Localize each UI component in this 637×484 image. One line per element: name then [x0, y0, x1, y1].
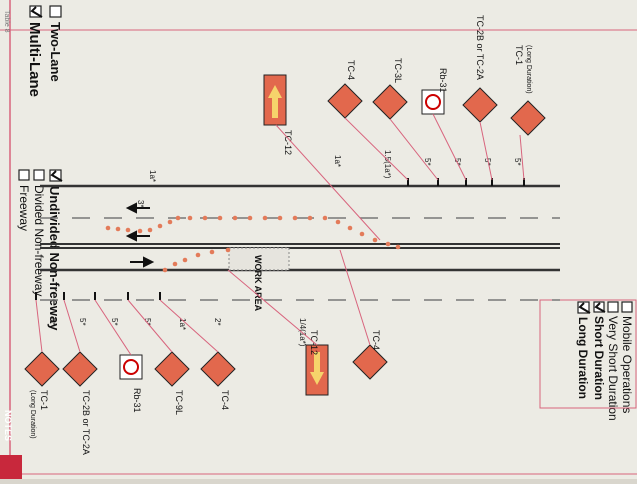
svg-text:5*: 5*	[453, 158, 462, 166]
svg-text:5*: 5*	[48, 318, 57, 326]
sign-tc1: TC-1 (Long Duration)	[510, 45, 546, 136]
svg-text:1a*: 1a*	[178, 318, 187, 330]
svg-text:TC-9L: TC-9L	[174, 390, 184, 415]
option-undivided[interactable]: Undivided Non-freeway	[47, 169, 63, 331]
sign-tc1-bottom: TC-1 (Long Duration)	[24, 351, 60, 439]
sign-tc4-bottom: TC-4	[200, 351, 236, 410]
duration-options: Mobile Operations Very Short Duration Sh…	[576, 301, 634, 421]
svg-text:Very Short Duration: Very Short Duration	[606, 316, 620, 421]
svg-text:TC-2B or TC-2A: TC-2B or TC-2A	[81, 390, 91, 455]
svg-text:TC-1: TC-1	[39, 390, 49, 410]
sign-tc12: TC-12	[263, 74, 293, 155]
svg-text:Freeway: Freeway	[17, 185, 31, 231]
svg-text:2*: 2*	[213, 318, 222, 326]
svg-text:WORK AREA: WORK AREA	[253, 255, 263, 312]
option-two-lane[interactable]: Two-Lane	[48, 5, 63, 82]
table-reference: Table 8	[3, 10, 10, 33]
road-type-options: Two-Lane Multi-Lane Undivided Non-freewa…	[17, 5, 63, 331]
svg-text:Two-Lane: Two-Lane	[48, 22, 63, 82]
option-freeway[interactable]: Freeway	[17, 169, 31, 231]
svg-text:5*: 5*	[78, 318, 87, 326]
sign-rb31-bottom: Rb-31	[119, 354, 143, 413]
work-area: WORK AREA	[228, 247, 290, 312]
sign-tc9l: TC-9L	[154, 351, 190, 415]
svg-text:TC-3L: TC-3L	[393, 58, 403, 83]
svg-text:TC-2B or TC-2A: TC-2B or TC-2A	[475, 15, 485, 80]
svg-text:Multi-Lane: Multi-Lane	[26, 22, 43, 97]
option-divided[interactable]: Divided Non-freeway	[32, 169, 46, 296]
svg-text:Divided Non-freeway: Divided Non-freeway	[32, 185, 46, 296]
svg-text:Mobile Operations: Mobile Operations	[620, 316, 634, 413]
svg-text:Rb-31: Rb-31	[438, 68, 448, 93]
option-long[interactable]: Long Duration	[576, 301, 591, 399]
svg-text:5*: 5*	[513, 158, 522, 166]
svg-text:TC-4: TC-4	[220, 390, 230, 410]
svg-text:Short Duration: Short Duration	[592, 316, 606, 400]
roadway	[40, 184, 560, 301]
svg-text:TC-12: TC-12	[283, 130, 293, 155]
svg-text:5*: 5*	[483, 158, 492, 166]
svg-text:1a*: 1a*	[148, 170, 157, 182]
notes-tab[interactable]: NOTES	[0, 410, 22, 479]
option-mobile[interactable]: Mobile Operations	[620, 301, 634, 413]
svg-text:Long Duration: Long Duration	[576, 317, 590, 399]
top-signs: TC-1 (Long Duration) TC-2B or TC-2A Rb-3…	[263, 15, 546, 155]
option-short[interactable]: Short Duration	[592, 301, 606, 400]
option-very-short[interactable]: Very Short Duration	[606, 301, 620, 421]
svg-text:5*: 5*	[423, 158, 432, 166]
sign-tc4-right: TC-4	[352, 330, 388, 380]
sign-tc2-bottom: TC-2B or TC-2A	[62, 351, 98, 455]
svg-text:1.5(1a*): 1.5(1a*)	[383, 150, 392, 179]
svg-text:TC-1: TC-1	[514, 45, 524, 65]
sign-markers-bottom	[35, 292, 161, 300]
svg-text:3*: 3*	[136, 200, 145, 208]
svg-text:(Long Duration): (Long Duration)	[525, 45, 532, 94]
svg-text:Rb-31: Rb-31	[132, 388, 142, 413]
traffic-arrows	[125, 202, 155, 268]
option-multi-lane[interactable]: Multi-Lane	[26, 5, 43, 97]
svg-text:(Long Duration): (Long Duration)	[29, 390, 36, 439]
svg-text:NOTES: NOTES	[3, 410, 13, 441]
svg-text:5*: 5*	[110, 318, 119, 326]
svg-text:Undivided Non-freeway: Undivided Non-freeway	[47, 186, 62, 331]
svg-text:TC-4: TC-4	[346, 60, 356, 80]
svg-text:TC-4: TC-4	[371, 330, 381, 350]
bottom-signs: TC-4 TC-9L Rb-31 TC-2B or TC-2A TC-1 (Lo…	[24, 351, 236, 455]
cone-taper	[105, 215, 401, 273]
svg-text:5*: 5*	[143, 318, 152, 326]
svg-text:1a*: 1a*	[333, 155, 342, 167]
leader-lines	[35, 113, 525, 356]
